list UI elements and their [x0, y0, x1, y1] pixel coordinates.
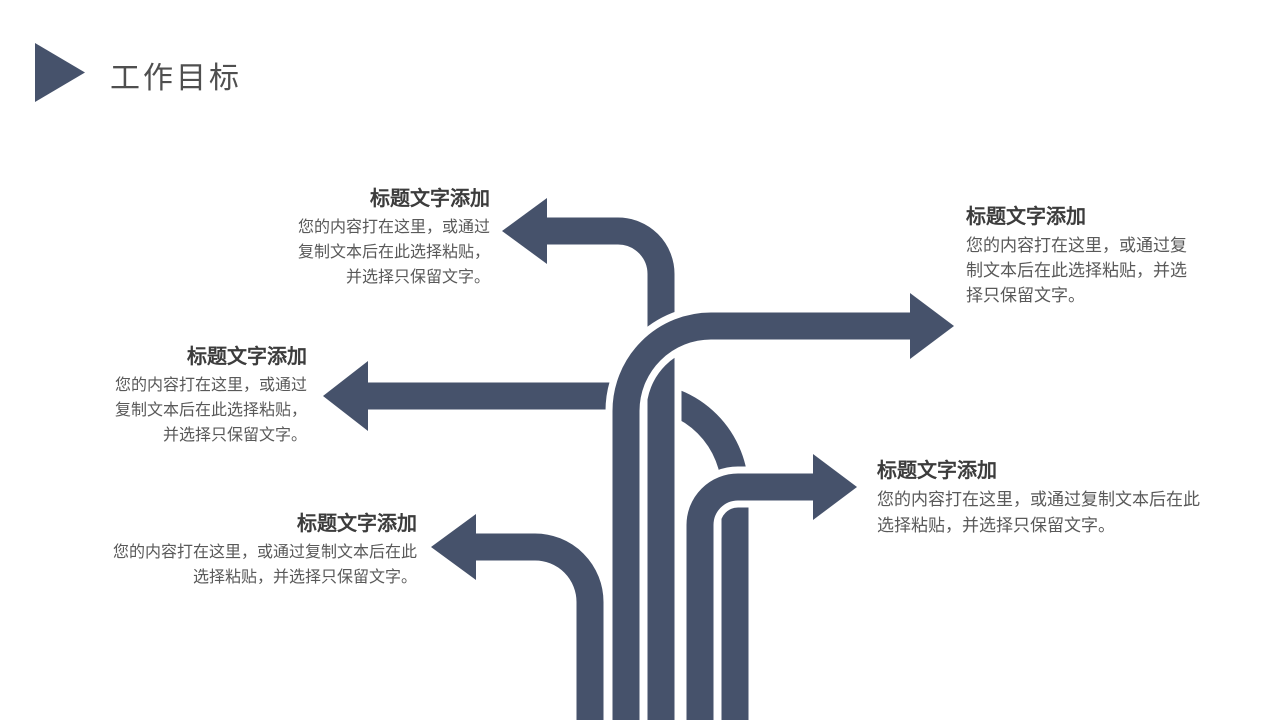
arrow-middle-left-head: [323, 361, 368, 431]
arrow-middle-right: [679, 454, 857, 720]
text-block-top-left: 标题文字添加 您的内容打在这里，或通过复制文本后在此选择粘贴，并选择只保留文字。: [290, 187, 490, 290]
triangle-shape: [35, 43, 85, 102]
page-title: 工作目标: [110, 62, 242, 95]
block-body: 您的内容打在这里，或通过复制文本后在此选择粘贴，并选择只保留文字。: [877, 490, 1200, 535]
text-block-middle-right: 标题文字添加 您的内容打在这里，或通过复制文本后在此选择粘贴，并选择只保留文字。: [877, 459, 1207, 539]
arrow-middle-right-head: [813, 454, 857, 520]
text-block-bottom-left: 标题文字添加 您的内容打在这里，或通过复制文本后在此选择粘贴，并选择只保留文字。: [107, 512, 417, 590]
block-title: 标题文字添加: [370, 188, 490, 210]
arrow-top-left: [502, 198, 682, 720]
title-triangle-icon: [35, 43, 85, 102]
text-block-top-right: 标题文字添加 您的内容打在这里，或通过复制文本后在此选择粘贴，并选择只保留文字。: [966, 205, 1200, 308]
block-title: 标题文字添加: [187, 346, 307, 368]
arrow-middle-right-casing: [679, 466, 814, 720]
text-block-middle-left: 标题文字添加 您的内容打在这里，或通过复制文本后在此选择粘贴，并选择只保留文字。: [107, 345, 307, 448]
arrow-top-left-line: [547, 217, 675, 720]
block-body: 您的内容打在这里，或通过复制文本后在此选择粘贴，并选择只保留文字。: [114, 377, 307, 444]
block-body: 您的内容打在这里，或通过复制文本后在此选择粘贴，并选择只保留文字。: [966, 236, 1187, 305]
slide-header: 工作目标: [0, 0, 1280, 120]
arrow-bottom-left-line: [476, 533, 604, 720]
arrow-top-right-head: [910, 293, 954, 359]
block-title: 标题文字添加: [297, 513, 417, 535]
block-title: 标题文字添加: [877, 460, 997, 482]
arrow-top-right: [605, 293, 954, 720]
block-body: 您的内容打在这里，或通过复制文本后在此选择粘贴，并选择只保留文字。: [112, 544, 417, 586]
arrow-middle-right-line: [686, 473, 814, 720]
arrow-top-right-line: [612, 312, 910, 720]
arrow-bottom-left: [431, 514, 611, 720]
block-body: 您的内容打在这里，或通过复制文本后在此选择粘贴，并选择只保留文字。: [297, 219, 490, 286]
block-title: 标题文字添加: [966, 206, 1086, 228]
arrow-bottom-left-head: [431, 514, 476, 580]
arrow-top-left-head: [502, 198, 547, 264]
